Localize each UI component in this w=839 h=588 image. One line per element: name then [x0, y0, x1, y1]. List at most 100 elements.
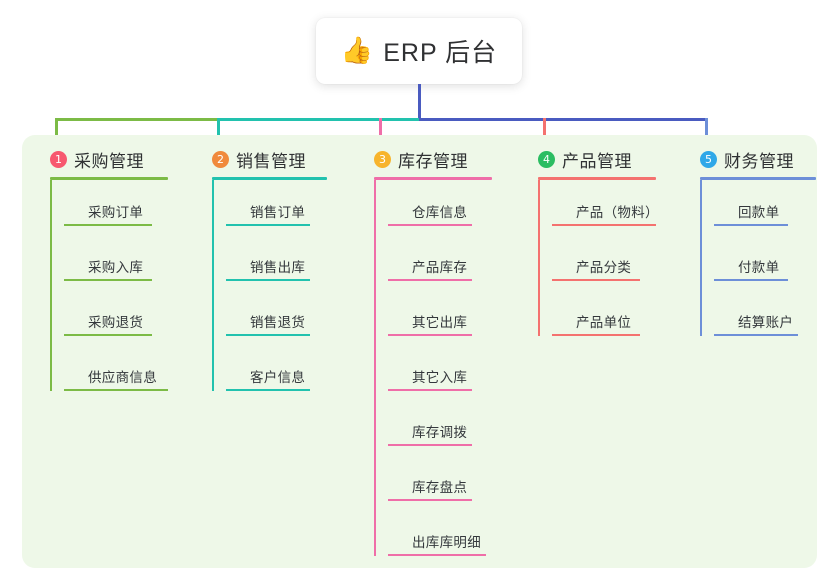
root-node-card[interactable]: 👍 ERP 后台 — [316, 18, 522, 84]
branch-item[interactable]: 产品分类 — [538, 235, 670, 290]
branch-header-1[interactable]: 1 采购管理 — [36, 147, 182, 171]
branch-underline — [374, 177, 492, 180]
branch-title: 采购管理 — [74, 151, 144, 171]
bus-segment-1 — [55, 118, 220, 121]
branch-item[interactable]: 仓库信息 — [374, 180, 506, 235]
branch-item[interactable]: 供应商信息 — [50, 345, 182, 400]
branch-item-label: 客户信息 — [250, 370, 306, 385]
branch-item-label: 仓库信息 — [412, 205, 468, 220]
branch-header-3[interactable]: 3 库存管理 — [360, 147, 506, 171]
branch-column-4: 4 产品管理产品（物料） 产品分类产品单位 — [524, 147, 670, 345]
branch-item[interactable]: 销售退货 — [212, 290, 344, 345]
branch-underline — [538, 177, 656, 180]
branch-item-underline — [64, 279, 152, 281]
branch-spine — [538, 180, 540, 336]
branch-item-label: 付款单 — [738, 260, 780, 275]
root-node-title: ERP 后台 — [383, 39, 498, 67]
branch-item-list: 采购订单采购入库采购退货供应商信息 — [36, 180, 182, 400]
branch-item-underline — [64, 334, 152, 336]
branch-item-underline — [226, 224, 310, 226]
branch-number-badge: 1 — [50, 150, 67, 168]
branch-title: 财务管理 — [724, 151, 794, 171]
branch-column-5: 5 财务管理回款单付款单结算账户 — [686, 147, 816, 345]
branch-item-label: 结算账户 — [738, 315, 794, 330]
branch-item[interactable]: 库存调拨 — [374, 400, 506, 455]
branch-item-underline — [388, 334, 472, 336]
branch-item-underline — [552, 224, 656, 226]
bus-segment-3 — [419, 118, 708, 121]
branch-item[interactable]: 产品单位 — [538, 290, 670, 345]
branch-item[interactable]: 采购订单 — [50, 180, 182, 235]
branch-item-underline — [226, 389, 310, 391]
branch-item-underline — [64, 389, 168, 391]
branch-item-underline — [388, 499, 472, 501]
branch-item[interactable]: 结算账户 — [700, 290, 816, 345]
branch-item-label: 采购退货 — [88, 315, 144, 330]
branch-item[interactable]: 其它入库 — [374, 345, 506, 400]
branch-item-list: 产品（物料） 产品分类产品单位 — [524, 180, 670, 345]
branch-item[interactable]: 销售订单 — [212, 180, 344, 235]
branch-item-underline — [552, 279, 640, 281]
branch-header-4[interactable]: 4 产品管理 — [524, 147, 670, 171]
branch-item[interactable]: 出库库明细 — [374, 510, 506, 565]
branch-item-label: 采购入库 — [88, 260, 144, 275]
branch-item-underline — [226, 279, 310, 281]
branch-item-list: 销售订单销售出库销售退货客户信息 — [198, 180, 344, 400]
branch-item-label: 销售退货 — [250, 315, 306, 330]
branch-spine — [50, 180, 52, 391]
branch-item-label: 采购订单 — [88, 205, 144, 220]
branch-number-badge: 2 — [212, 150, 229, 168]
branch-header-2[interactable]: 2 销售管理 — [198, 147, 344, 171]
branch-item[interactable]: 其它出库 — [374, 290, 506, 345]
bus-segment-2 — [217, 118, 422, 121]
branch-spine — [700, 180, 702, 336]
branch-item[interactable]: 客户信息 — [212, 345, 344, 400]
branch-item-label: 产品库存 — [412, 260, 468, 275]
branch-header-5[interactable]: 5 财务管理 — [686, 147, 816, 171]
branch-item[interactable]: 回款单 — [700, 180, 816, 235]
branch-underline — [700, 177, 816, 180]
branch-item-underline — [226, 334, 310, 336]
branch-item-underline — [388, 224, 472, 226]
branch-item-underline — [714, 279, 788, 281]
branch-underline — [50, 177, 168, 180]
branch-number-badge: 4 — [538, 150, 555, 168]
branch-item-label: 出库库明细 — [412, 535, 481, 550]
branch-item-underline — [714, 224, 788, 226]
trunk-line — [418, 84, 421, 118]
branch-item-label: 销售出库 — [250, 260, 306, 275]
branch-item-label: 其它入库 — [412, 370, 468, 385]
branch-item[interactable]: 产品（物料） — [538, 180, 670, 235]
branch-item-underline — [552, 334, 640, 336]
branch-item-list: 仓库信息产品库存其它出库其它入库库存调拨库存盘点出库库明细 — [360, 180, 506, 565]
branch-column-2: 2 销售管理销售订单销售出库销售退货客户信息 — [198, 147, 344, 400]
branch-item-label: 其它出库 — [412, 315, 468, 330]
branch-item-label: 产品分类 — [576, 260, 632, 275]
branch-item[interactable]: 采购退货 — [50, 290, 182, 345]
branch-item-underline — [388, 279, 472, 281]
branch-item-underline — [388, 389, 472, 391]
branch-title: 销售管理 — [236, 151, 306, 171]
branch-item-list: 回款单付款单结算账户 — [686, 180, 816, 345]
branch-item[interactable]: 付款单 — [700, 235, 816, 290]
branch-title: 产品管理 — [562, 151, 632, 171]
branch-column-3: 3 库存管理仓库信息产品库存其它出库其它入库库存调拨库存盘点出库库明细 — [360, 147, 506, 565]
branch-item-label: 产品（物料） — [576, 205, 659, 220]
thumbs-up-icon: 👍 — [340, 36, 374, 66]
branch-number-badge: 5 — [700, 150, 717, 168]
branch-number-badge: 3 — [374, 150, 391, 168]
branch-item[interactable]: 库存盘点 — [374, 455, 506, 510]
branch-item[interactable]: 销售出库 — [212, 235, 344, 290]
branch-item-underline — [714, 334, 798, 336]
branch-underline — [212, 177, 327, 180]
branch-title: 库存管理 — [398, 151, 468, 171]
branch-item[interactable]: 采购入库 — [50, 235, 182, 290]
branch-item-label: 库存盘点 — [412, 480, 468, 495]
branch-item-label: 供应商信息 — [88, 370, 157, 385]
branch-item[interactable]: 产品库存 — [374, 235, 506, 290]
branch-item-underline — [64, 224, 152, 226]
branch-spine — [212, 180, 214, 391]
branch-item-underline — [388, 444, 472, 446]
branch-item-label: 库存调拨 — [412, 425, 468, 440]
